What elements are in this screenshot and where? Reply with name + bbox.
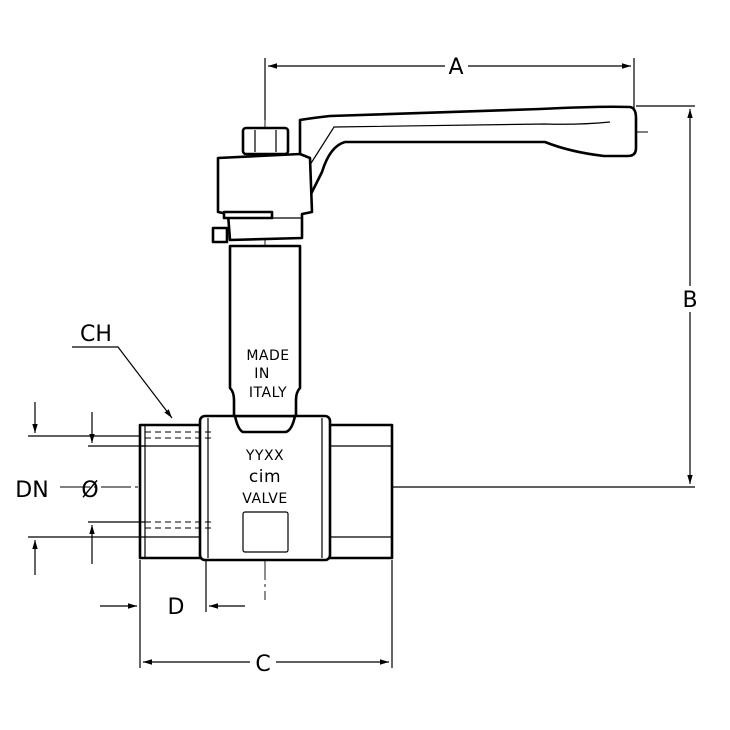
marking-in: IN	[254, 366, 270, 382]
dimension-c-label: C	[255, 652, 270, 677]
marking-italy: ITALY	[249, 385, 287, 401]
valve-body	[138, 244, 394, 562]
dimension-ch-label: CH	[80, 322, 112, 347]
dimension-dn-label: DN	[15, 478, 48, 503]
marking-brand: cim	[249, 467, 281, 487]
marking-made: MADE	[246, 348, 289, 364]
diameter-label: Ø	[81, 478, 98, 503]
dimension-b-label: B	[682, 288, 697, 313]
dimension-a-label: A	[448, 55, 463, 80]
marking-date-code: YYXX	[245, 448, 284, 464]
handle-assembly	[211, 105, 638, 244]
dimension-lines	[28, 58, 695, 668]
marking-valve: VALVE	[242, 491, 287, 507]
dimension-d-label: D	[168, 595, 185, 620]
